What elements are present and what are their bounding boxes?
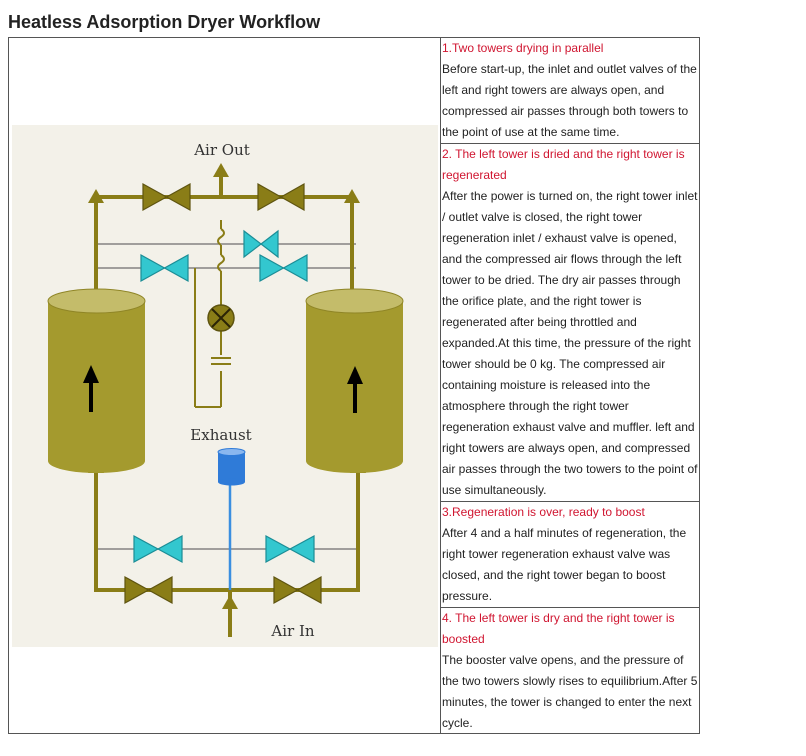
workflow-table: Air Out Exhaust Air In 1.Two towers dryi… [8, 37, 700, 734]
diagram-cell: Air Out Exhaust Air In [9, 38, 441, 733]
left-outlet-valve [142, 182, 191, 212]
step-4: 4. The left tower is dry and the right t… [441, 608, 699, 734]
air-out-label: Air Out [193, 141, 250, 159]
step-3: 3.Regeneration is over, ready to boost A… [441, 502, 699, 608]
step-description: Before start-up, the inlet and outlet va… [442, 62, 697, 139]
workflow-steps: 1.Two towers drying in parallel Before s… [441, 38, 699, 734]
right-inlet-valve [273, 575, 322, 605]
step-title: 4. The left tower is dry and the right t… [442, 611, 675, 646]
exhaust-muffler [217, 448, 246, 590]
step-description: After 4 and a half minutes of regenerati… [442, 526, 687, 603]
main-valves [124, 182, 322, 605]
right-outlet-valve [257, 182, 305, 212]
step-description: The booster valve opens, and the pressur… [442, 653, 698, 730]
dryer-diagram: Air Out Exhaust Air In [12, 125, 438, 647]
left-regeneration-inlet-valve [140, 253, 189, 283]
right-regeneration-inlet-valve [259, 253, 308, 283]
regeneration-pipe [194, 220, 231, 408]
air-in-label: Air In [270, 622, 314, 640]
right-regeneration-exhaust-valve [265, 534, 315, 564]
right-tower [305, 288, 404, 473]
left-inlet-valve [124, 575, 173, 605]
regeneration-valves [133, 229, 315, 564]
left-tower [47, 288, 146, 473]
step-description: After the power is turned on, the right … [442, 189, 698, 497]
step-2: 2. The left tower is dried and the right… [441, 144, 699, 502]
step-title: 1.Two towers drying in parallel [442, 41, 604, 55]
page-title: Heatless Adsorption Dryer Workflow [8, 12, 321, 32]
exhaust-label: Exhaust [190, 426, 251, 444]
step-title: 3.Regeneration is over, ready to boost [442, 505, 645, 519]
step-title: 2. The left tower is dried and the right… [442, 147, 685, 182]
booster-valve [243, 229, 279, 259]
step-1: 1.Two towers drying in parallel Before s… [441, 38, 699, 144]
throttle-valve [207, 304, 235, 332]
left-regeneration-exhaust-valve [133, 534, 183, 564]
